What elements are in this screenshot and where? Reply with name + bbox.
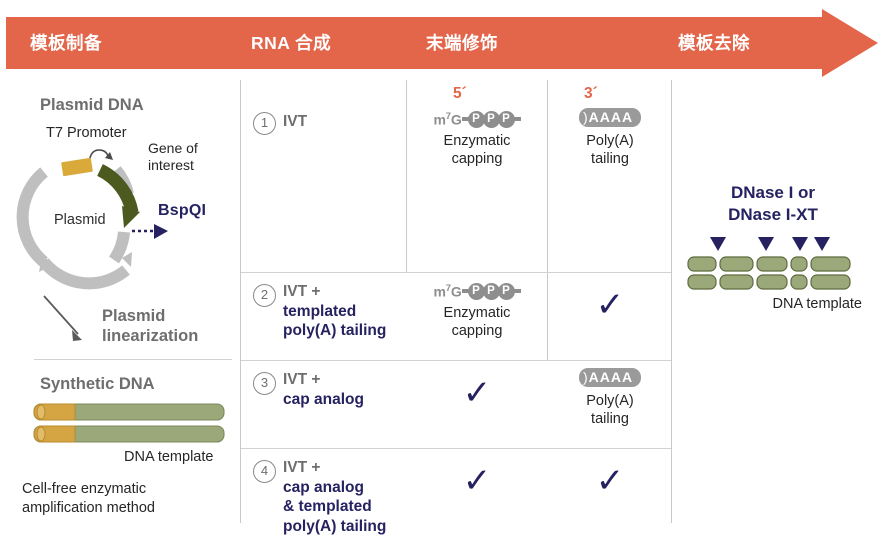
row-lead-4: IVT + [283, 459, 321, 476]
m7g-ppp-icon: m7G P P P [409, 108, 545, 130]
cell-5prime-4: ✓ [409, 464, 545, 498]
bond-icon [513, 289, 521, 293]
plasmid-dna-title: Plasmid DNA [40, 96, 144, 114]
poly-a-icon: )AAAA [550, 108, 670, 130]
cell-3prime-2: ✓ [550, 288, 670, 322]
cell-5prime-3: ✓ [409, 376, 545, 410]
row-number-4: 4 [253, 460, 276, 483]
phosphate-icon: P [497, 110, 515, 128]
checkmark-icon: ✓ [462, 373, 492, 413]
column-header-3prime: 3´ [584, 85, 598, 102]
bond-icon [513, 117, 521, 121]
workflow-banner: 模板制备 RNA 合成 末端修饰 模板去除 [6, 9, 878, 77]
cell-3prime-3: )AAAA Poly(A)tailing [550, 368, 670, 428]
phosphate-icon: P [482, 110, 500, 128]
checkmark-icon: ✓ [462, 461, 492, 501]
m7g-ppp-icon: m7G P P P [409, 280, 545, 302]
row-lead-1: IVT [283, 113, 308, 130]
cell-3prime-4: ✓ [550, 464, 670, 498]
phosphate-icon: P [467, 282, 485, 300]
row-number-3: 3 [253, 372, 276, 395]
row-lead-3: IVT + [283, 371, 321, 388]
poly-a-capsule: )AAAA [578, 368, 642, 387]
phosphate-icon: P [497, 282, 515, 300]
dna-template-label-left: DNA template [124, 449, 214, 465]
banner-arrowhead-icon [822, 9, 878, 77]
row-number-2: 2 [253, 284, 276, 307]
plasmid-center-label: Plasmid [54, 212, 106, 228]
banner-body [6, 17, 826, 69]
row-label-1: IVT [283, 112, 403, 132]
banner-step-3: 末端修饰 [426, 33, 498, 53]
t7-promoter-label: T7 Promoter [46, 125, 127, 141]
phosphate-icon: P [482, 282, 500, 300]
dna-digestion-graphic [686, 235, 866, 295]
banner-step-2: RNA 合成 [251, 33, 332, 53]
phosphate-icon: P [467, 110, 485, 128]
m7g-text: m7G [433, 282, 462, 300]
bspqi-label: BspQI [158, 202, 207, 219]
dna-template-label-right: DNA template [772, 296, 862, 312]
row-number-1: 1 [253, 112, 276, 135]
cut-site-marker-icon [758, 237, 774, 251]
cut-site-marker-icon [792, 237, 808, 251]
cut-site-marker-icon [710, 237, 726, 251]
left-panel-divider [34, 359, 232, 360]
row-lead-2: IVT + [283, 283, 321, 300]
banner-step-1: 模板制备 [30, 33, 102, 53]
column-divider-3prime [547, 80, 548, 360]
diagram-canvas: 模板制备 RNA 合成 末端修饰 模板去除 Plasmid DNA T7 Pro… [6, 9, 878, 535]
cell-3prime-1: )AAAA Poly(A)tailing [550, 108, 670, 168]
bond-icon [461, 289, 469, 293]
banner-step-4: 模板去除 [678, 33, 750, 53]
row-divider-3 [241, 448, 671, 449]
synthetic-dna-graphic [32, 402, 228, 446]
poly-a-capsule: )AAAA [578, 108, 642, 127]
checkmark-icon: ✓ [595, 285, 625, 325]
cell-3prime-caption-1: Poly(A)tailing [586, 133, 634, 168]
cell-3prime-caption-3: Poly(A)tailing [586, 393, 634, 428]
row-divider-1 [241, 272, 671, 273]
column-header-5prime: 5´ [453, 85, 467, 102]
checkmark-icon: ✓ [595, 461, 625, 501]
linearization-arrow-icon [40, 292, 110, 347]
column-divider-5prime [406, 80, 407, 272]
plasmid-map-graphic [14, 136, 234, 296]
synthetic-dna-title: Synthetic DNA [40, 375, 155, 393]
row-divider-2 [241, 360, 671, 361]
m7g-text: m7G [433, 110, 462, 128]
bond-icon [461, 117, 469, 121]
cut-site-marker-icon [814, 237, 830, 251]
row-label-3: IVT +cap analog [283, 371, 364, 408]
poly-a-icon: )AAAA [550, 368, 670, 390]
template-preparation-panel: Plasmid DNA T7 Promoter [6, 80, 240, 523]
